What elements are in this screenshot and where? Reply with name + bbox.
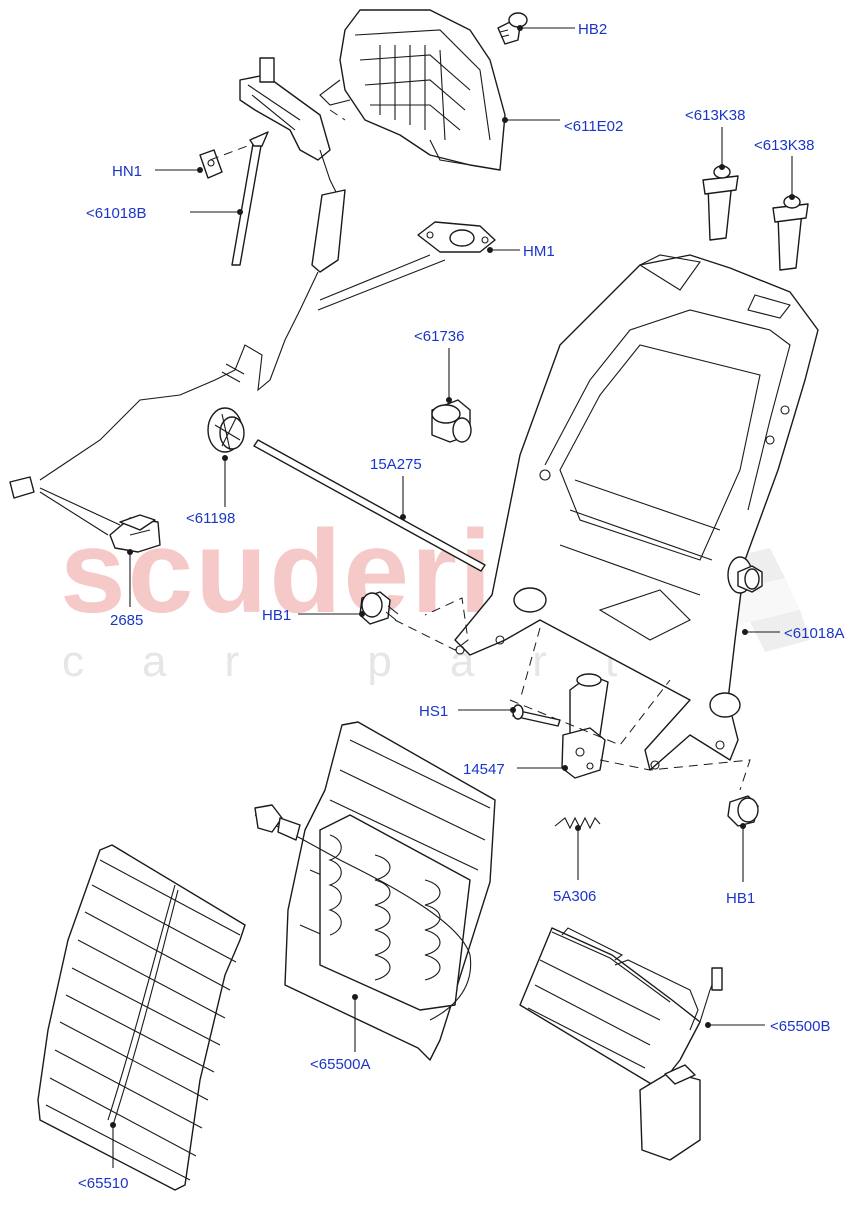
label-65510: <65510	[78, 1175, 128, 1192]
label-hn1: HN1	[112, 163, 142, 180]
label-hb1-right: HB1	[726, 890, 755, 907]
label-hb1-left: HB1	[262, 607, 291, 624]
clip-hn1	[199, 149, 223, 179]
label-hm1: HM1	[523, 243, 555, 260]
bracket-hm1	[417, 221, 496, 253]
label-611e02: <611E02	[564, 118, 623, 135]
rod-15a275	[253, 439, 486, 572]
leader-lines	[110, 25, 795, 1168]
part-labels: HB2 <611E02 <613K38 <613K38 HN1 <61018B …	[78, 21, 844, 1192]
label-14547: 14547	[463, 761, 505, 778]
rod-61018b	[231, 131, 269, 266]
label-65500a: <65500A	[310, 1056, 370, 1073]
label-61018a: <61018A	[784, 625, 844, 642]
lumbar-pad-65500b	[519, 927, 723, 1161]
label-2685: 2685	[110, 612, 143, 629]
bolt-hb1-right	[727, 795, 759, 827]
label-613k38-right: <613K38	[754, 137, 814, 154]
suspension-65510	[37, 844, 246, 1191]
motor-14547	[561, 673, 609, 779]
label-613k38-left: <613K38	[685, 107, 745, 124]
headrest-guide-left	[702, 165, 739, 241]
lumbar-mat-65500a	[254, 721, 496, 1061]
knob-61736	[431, 399, 472, 443]
label-hb2: HB2	[578, 21, 607, 38]
screw-hs1	[512, 704, 561, 727]
assembly-lines	[39, 109, 751, 791]
label-hs1: HS1	[419, 703, 448, 720]
pivot-61198	[207, 407, 245, 453]
headrest-guide-right	[772, 195, 809, 271]
switch-2685	[109, 514, 161, 553]
wiring-harness	[9, 57, 346, 499]
label-65500b: <65500B	[770, 1018, 830, 1035]
label-61736: <61736	[414, 328, 464, 345]
seat-back-frame	[454, 254, 819, 771]
frame-bolt	[737, 565, 763, 593]
label-61198: <61198	[186, 510, 235, 527]
label-5a306: 5A306	[553, 888, 596, 905]
screw-hb2	[497, 12, 528, 45]
control-module	[319, 9, 506, 171]
label-61018b: <61018B	[86, 205, 146, 222]
label-15a275: 15A275	[370, 456, 422, 473]
